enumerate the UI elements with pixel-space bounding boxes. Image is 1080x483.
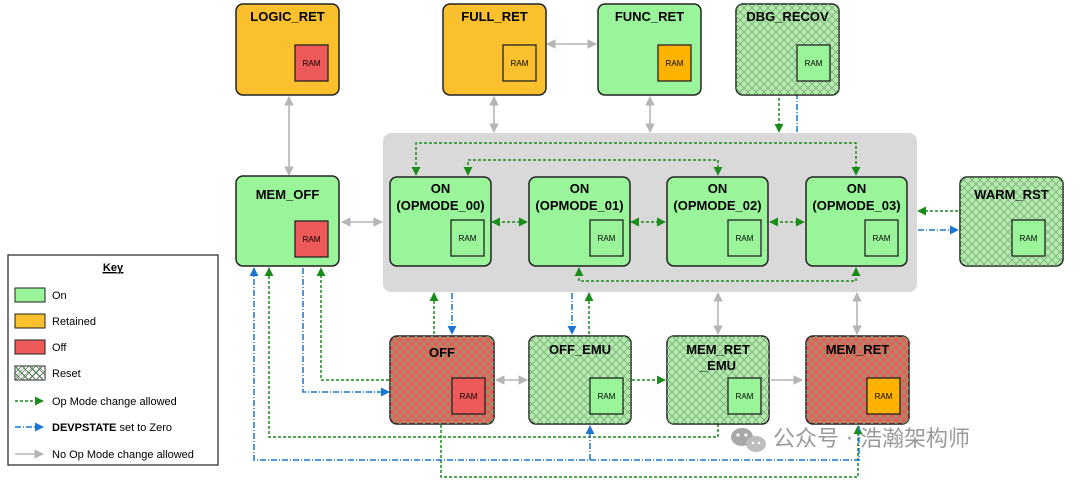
state-on-opmode-00: ON (OPMODE_00) RAM xyxy=(389,176,492,267)
ram-label: RAM xyxy=(736,392,754,401)
ram-label: RAM xyxy=(805,59,823,68)
wechat-icon xyxy=(731,428,766,452)
ram-label: RAM xyxy=(873,234,891,243)
ram-block xyxy=(657,44,692,82)
arrow-memret-memoff xyxy=(249,267,860,461)
watermark-text: 公众号 · 浩瀚架构师 xyxy=(773,427,970,452)
ram-block xyxy=(796,44,831,82)
state-title: MEM_RET xyxy=(826,342,890,357)
state-off: OFF RAM xyxy=(389,335,495,425)
ram-label: RAM xyxy=(460,392,478,401)
ram-label: RAM xyxy=(598,392,616,401)
state-title-line2: _EMU xyxy=(699,358,736,373)
state-title: FUNC_RET xyxy=(615,9,684,24)
ram-label: RAM xyxy=(303,59,321,68)
state-on-opmode-01: ON (OPMODE_01) RAM xyxy=(528,176,631,267)
legend-title: Key xyxy=(103,262,124,274)
state-title: MEM_OFF xyxy=(256,187,320,202)
ram-label: RAM xyxy=(303,235,321,244)
state-logic-ret: LOGIC_RET RAM xyxy=(235,3,340,96)
legend-swatch-on xyxy=(14,287,46,303)
state-on-opmode-02: ON (OPMODE_02) RAM xyxy=(666,176,769,267)
legend-label-devpstate: DEVPSTATE set to Zero xyxy=(52,422,172,434)
ram-block xyxy=(589,377,624,415)
legend-label-op-mode: Op Mode change allowed xyxy=(52,396,177,408)
ram-label: RAM xyxy=(511,59,529,68)
legend-label-no-op-mode: No Op Mode change allowed xyxy=(52,449,194,461)
state-dbg-recov: DBG_RECOV RAM xyxy=(735,3,840,96)
ram-label: RAM xyxy=(1020,234,1038,243)
watermark: 公众号 · 浩瀚架构师 xyxy=(731,427,970,452)
state-title: DBG_RECOV xyxy=(746,9,829,24)
state-title: OFF_EMU xyxy=(549,342,611,357)
arrow-on00-on02-top xyxy=(463,159,723,176)
ram-block xyxy=(451,377,486,415)
ram-block xyxy=(294,44,329,82)
ram-block xyxy=(727,219,762,257)
state-title-line1: ON xyxy=(570,181,590,196)
legend-label-on: On xyxy=(52,290,67,302)
state-title-line1: ON xyxy=(431,181,451,196)
state-title-line2: (OPMODE_03) xyxy=(812,198,900,213)
state-title: OFF xyxy=(429,345,455,360)
state-title-line2: (OPMODE_02) xyxy=(673,198,761,213)
ram-block xyxy=(294,220,329,258)
arrow-off-memoff-inner xyxy=(316,267,389,381)
ram-label: RAM xyxy=(459,234,477,243)
ram-block xyxy=(727,377,762,415)
ram-label: RAM xyxy=(666,59,684,68)
legend: Key On Retained Off Reset Op Mode change… xyxy=(7,254,219,466)
ram-block xyxy=(1011,219,1046,257)
legend-label-off: Off xyxy=(52,342,67,354)
legend-swatch-off xyxy=(14,339,46,355)
legend-label-reset: Reset xyxy=(52,368,81,380)
state-title-line1: ON xyxy=(847,181,867,196)
state-title: FULL_RET xyxy=(461,9,528,24)
state-title-line1: MEM_RET xyxy=(686,342,750,357)
legend-label-retained: Retained xyxy=(52,316,96,328)
ram-block xyxy=(866,377,901,415)
ram-label: RAM xyxy=(736,234,754,243)
state-mem-ret-emu: MEM_RET _EMU RAM xyxy=(666,335,770,425)
state-mem-off: MEM_OFF RAM xyxy=(235,175,340,267)
ram-block xyxy=(864,219,899,257)
state-title-line1: ON xyxy=(708,181,728,196)
legend-devpstate-rest: set to Zero xyxy=(116,422,172,434)
state-func-ret: FUNC_RET RAM xyxy=(597,3,702,96)
arrow-memretemu-memoff xyxy=(264,267,719,438)
state-full-ret: FULL_RET RAM xyxy=(442,3,547,96)
grey-arrows xyxy=(284,39,862,385)
arrow-off-memret xyxy=(440,425,863,478)
state-title: LOGIC_RET xyxy=(250,9,324,24)
ram-block xyxy=(502,44,537,82)
legend-swatch-retained xyxy=(14,313,46,329)
ram-label: RAM xyxy=(598,234,616,243)
state-warm-rst: WARM_RST RAM xyxy=(959,176,1064,267)
state-off-emu: OFF_EMU RAM xyxy=(528,335,632,425)
legend-devpstate-bold: DEVPSTATE xyxy=(52,422,116,434)
state-title-line2: (OPMODE_01) xyxy=(535,198,623,213)
state-title-line2: (OPMODE_00) xyxy=(396,198,484,213)
green-arrows xyxy=(264,98,958,478)
state-mem-ret: MEM_RET RAM xyxy=(805,335,910,425)
ram-block xyxy=(450,219,485,257)
state-on-opmode-03: ON (OPMODE_03) RAM xyxy=(805,176,908,267)
ram-label: RAM xyxy=(875,392,893,401)
arrow-on01-on03-bottom xyxy=(574,267,861,282)
ram-block xyxy=(589,219,624,257)
arrow-memoff-off xyxy=(302,268,390,397)
arrow-on00-on03-top xyxy=(411,142,861,176)
state-title: WARM_RST xyxy=(974,187,1048,202)
